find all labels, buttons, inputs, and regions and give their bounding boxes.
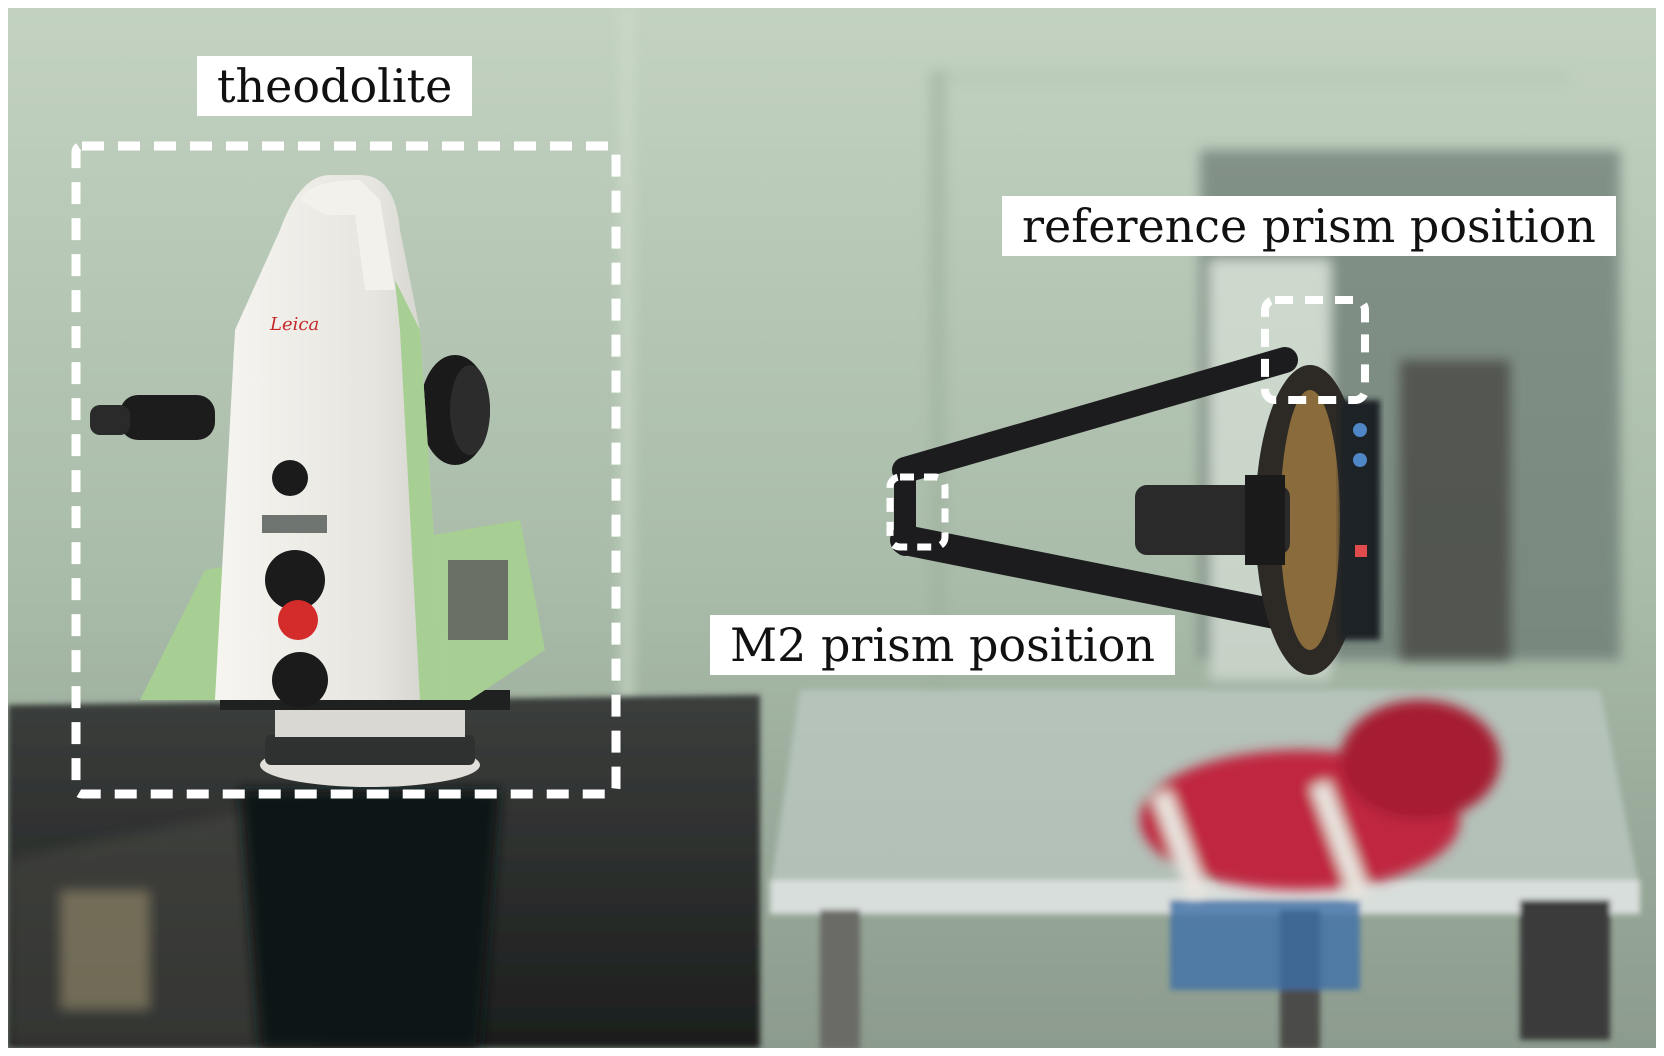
reference-prism-dashed-box [1261, 296, 1369, 404]
reference-prism-label: reference prism position [1002, 196, 1616, 256]
theodolite-dashed-box [71, 141, 621, 799]
svg-text:Leica: Leica [269, 314, 319, 335]
m2-prism-label: M2 prism position [710, 615, 1175, 675]
theodolite-label: theodolite [197, 56, 473, 116]
m2-prism-dashed-box [886, 473, 949, 551]
